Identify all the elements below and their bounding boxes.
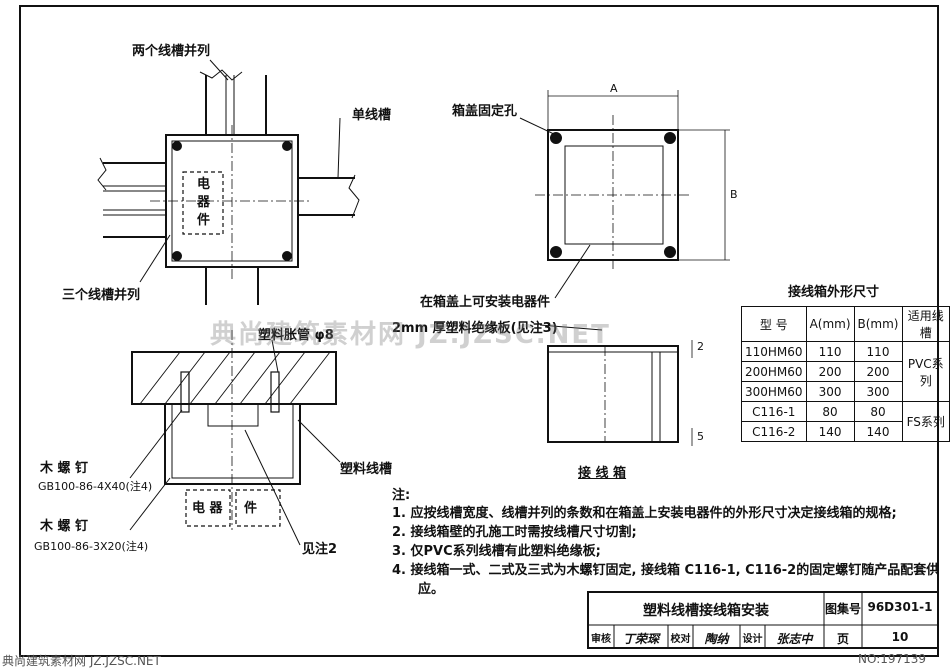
label-electrical-plan: 电 器 件 xyxy=(197,177,211,228)
table-row: 300HM60 300 300 xyxy=(741,381,950,402)
table-cell: 140 xyxy=(853,421,903,442)
label-on-lid: 在箱盖上可安装电器件 xyxy=(420,295,551,310)
note-item: 4. 接线箱一式、二式及三式为木螺钉固定, 接线箱 C116-1, C116-2… xyxy=(392,563,940,578)
label-two-ducts: 两个线槽并列 xyxy=(132,44,211,59)
label-box: 接 线 箱 xyxy=(578,466,627,481)
box-section-outline xyxy=(547,345,679,443)
table-cell: 110 xyxy=(853,341,903,362)
table-cell: 200HM60 xyxy=(741,361,807,382)
watermark-bottom-left: 典尚建筑素材网 JZ.JZSC.NET xyxy=(2,654,161,668)
title-block-atlas-label: 图集号 xyxy=(824,602,861,616)
table-header-cell: 型 号 xyxy=(741,306,807,342)
label-screw2-spec: GB100-86-3X20(注4) xyxy=(34,540,149,553)
table-cell: C116-2 xyxy=(741,421,807,442)
table-cell: 110HM60 xyxy=(741,341,807,362)
title-block-frame xyxy=(587,591,939,649)
label-dim-small-2: 5 xyxy=(697,430,704,443)
table-header-cell: A(mm) xyxy=(805,306,855,342)
table-cell: C116-1 xyxy=(741,401,807,422)
title-block-review-label: 审核 xyxy=(591,634,611,645)
table-cell: 80 xyxy=(805,401,855,422)
dims-table: 型 号 A(mm) B(mm) 适用线槽 110HM60 110 110 PVC… xyxy=(741,306,950,442)
title-block-check-sig: 陶纳 xyxy=(704,632,729,646)
table-cell-series: PVC系列 xyxy=(901,341,950,402)
label-see-note2: 见注2 xyxy=(302,542,338,557)
label-screw2-title: 木 螺 钉 xyxy=(40,519,89,534)
table-header-row: 型 号 A(mm) B(mm) 适用线槽 xyxy=(741,306,950,342)
table-cell: 140 xyxy=(805,421,855,442)
title-block-design-label: 设计 xyxy=(742,634,763,645)
label-duct: 塑料线槽 xyxy=(340,462,393,477)
label-screw1-spec: GB100-86-4X40(注4) xyxy=(38,480,153,493)
label-insulation: 2mm 厚塑料绝缘板(见注3) xyxy=(392,321,558,336)
notes-head: 注: xyxy=(392,488,411,503)
table-header-cell: B(mm) xyxy=(853,306,903,342)
label-screw1-title: 木 螺 钉 xyxy=(40,461,89,476)
title-block-review-sig: 丁荣琛 xyxy=(622,632,659,646)
label-electrical-a: 电 器 xyxy=(192,501,223,516)
label-lid-hole: 箱盖固定孔 xyxy=(452,104,518,119)
table-row: C116-1 80 80 FS系列 xyxy=(741,401,950,442)
table-cell-series: FS系列 xyxy=(901,401,950,442)
title-block-page-no: 10 xyxy=(891,630,909,644)
lid-view xyxy=(519,90,730,331)
table-cell: 80 xyxy=(853,401,903,422)
label-three-ducts: 三个线槽并列 xyxy=(62,288,141,303)
table-title: 接线箱外形尺寸 xyxy=(788,285,880,300)
table-header-cell: 适用线槽 xyxy=(901,306,950,342)
table-row: 200HM60 200 200 xyxy=(741,361,950,382)
table-cell: 200 xyxy=(853,361,903,382)
title-block-page-label: 页 xyxy=(836,632,849,646)
label-dim-a: A xyxy=(610,82,618,95)
label-single-duct: 单线槽 xyxy=(352,108,392,123)
title-block-check-label: 校对 xyxy=(670,634,691,645)
box-section-view xyxy=(547,340,693,446)
note-item: 1. 应按线槽宽度、线槽并列的条数和在箱盖上安装电器件的外形尺寸决定接线箱的规格… xyxy=(392,506,897,521)
table-cell: 300HM60 xyxy=(741,381,807,402)
note-item: 应。 xyxy=(418,582,445,597)
table-cell: 300 xyxy=(805,381,855,402)
plan-view xyxy=(97,59,360,305)
note-item: 2. 接线箱壁的孔施工时需按线槽尺寸切割; xyxy=(392,525,637,540)
title-block-design-sig: 张志中 xyxy=(776,632,813,646)
table-row: 110HM60 110 110 PVC系列 xyxy=(741,341,950,402)
watermark-bottom-right: NO:197139 xyxy=(858,652,927,666)
label-dim-b: B xyxy=(730,188,738,201)
title-block-atlas-no: 96D301-1 xyxy=(867,600,933,614)
wall-section-view xyxy=(129,330,341,546)
label-electrical-b: 件 xyxy=(244,501,258,516)
note-item: 3. 仅PVC系列线槽有此塑料绝缘板; xyxy=(392,544,601,559)
label-dim-small-1: 2 xyxy=(697,340,704,353)
table-cell: 110 xyxy=(805,341,855,362)
table-cell: 200 xyxy=(805,361,855,382)
label-expansion: 塑料胀管 φ8 xyxy=(258,328,334,343)
table-cell: 300 xyxy=(853,381,903,402)
title-block-title: 塑料线槽接线箱安装 xyxy=(643,603,769,619)
wall-slab xyxy=(131,351,337,405)
table-row: C116-2 140 140 xyxy=(741,421,950,442)
watermark-center: 典尚建筑素材网 JZ.JZSC.NET xyxy=(210,320,611,350)
